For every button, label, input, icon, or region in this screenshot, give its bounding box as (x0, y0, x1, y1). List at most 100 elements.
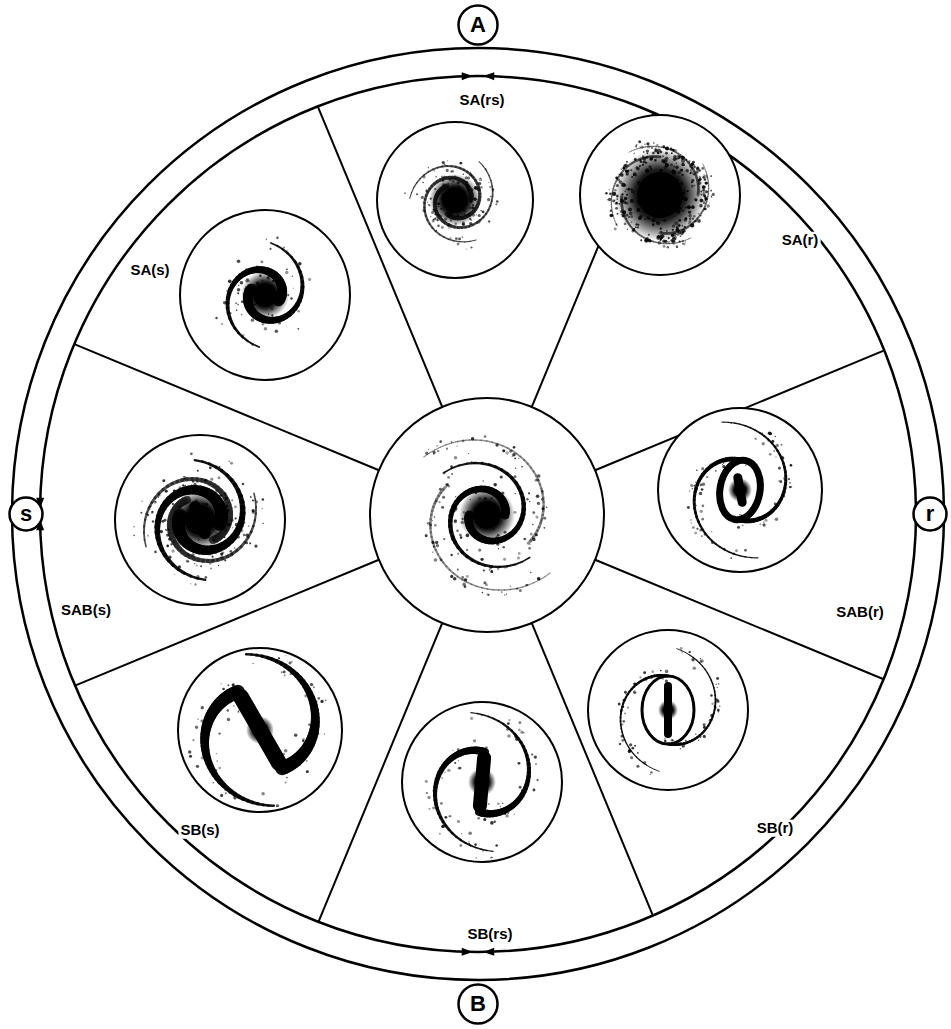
galaxy-core (614, 149, 706, 241)
star-speck (285, 781, 287, 783)
star-speck (619, 743, 622, 746)
star-speck (498, 548, 499, 549)
star-speck (535, 763, 537, 765)
galaxy-body (618, 647, 721, 775)
spiral-arm (720, 547, 725, 550)
galaxy-core (429, 174, 481, 226)
star-speck (310, 749, 312, 751)
star-speck (425, 534, 428, 537)
star-speck (449, 815, 452, 818)
star-speck (483, 581, 486, 584)
spiral-arm (454, 240, 459, 242)
star-speck (182, 484, 184, 486)
star-speck (456, 445, 458, 447)
star-speck (532, 538, 536, 542)
star-speck (496, 543, 499, 546)
star-speck (731, 458, 732, 459)
star-speck (736, 463, 739, 466)
spiral-arm (412, 187, 414, 192)
star-speck (663, 245, 666, 248)
star-speck (482, 480, 484, 482)
galaxy-bar (230, 686, 290, 774)
star-speck (543, 527, 545, 529)
star-speck (441, 777, 443, 779)
star-speck (494, 466, 496, 468)
star-speck (780, 480, 783, 483)
star-speck (290, 672, 293, 675)
star-speck (525, 584, 528, 587)
star-speck (635, 146, 637, 148)
star-speck (490, 196, 492, 198)
star-speck (744, 515, 746, 517)
star-speck (457, 820, 461, 824)
star-speck (657, 241, 661, 245)
star-speck (543, 508, 545, 510)
star-speck (493, 483, 496, 486)
star-speck (470, 246, 472, 248)
spiral-arm (636, 757, 639, 760)
star-speck (227, 718, 230, 721)
spiral-arm (465, 241, 471, 243)
star-speck (281, 671, 283, 673)
star-speck (432, 807, 435, 810)
star-speck (481, 461, 483, 463)
star-speck (224, 492, 227, 495)
spiral-arm (452, 441, 458, 442)
star-speck (541, 498, 544, 501)
star-speck (546, 506, 548, 508)
star-speck (734, 517, 736, 519)
galaxy-frame (658, 408, 822, 572)
star-speck (480, 178, 481, 179)
star-speck (622, 705, 624, 707)
star-speck (447, 769, 450, 772)
star-speck (683, 243, 686, 246)
star-speck (701, 488, 704, 491)
star-speck (468, 831, 472, 835)
star-speck (624, 691, 627, 694)
star-speck (425, 780, 428, 783)
star-speck (454, 456, 457, 459)
spiral-arm (225, 498, 227, 502)
galaxy-nucleus (663, 705, 673, 715)
star-speck (457, 243, 460, 246)
star-speck (628, 691, 630, 693)
star-speck (317, 732, 319, 734)
star-speck (133, 526, 134, 527)
galaxy-nucleus (473, 501, 501, 529)
spiral-arm (615, 221, 616, 224)
star-speck (780, 456, 784, 460)
star-speck (783, 495, 785, 497)
star-speck (664, 740, 667, 743)
star-speck (470, 174, 472, 176)
galaxy-body (687, 422, 792, 559)
star-speck (459, 534, 462, 537)
star-speck (703, 723, 706, 726)
star-speck (712, 717, 714, 719)
star-speck (152, 520, 155, 523)
star-speck (700, 529, 703, 532)
star-speck (422, 201, 423, 202)
star-speck (421, 196, 424, 199)
galaxy-ring (715, 457, 765, 523)
star-speck (488, 753, 489, 754)
star-speck (506, 728, 509, 731)
star-speck (441, 825, 445, 829)
arrowhead (462, 72, 473, 80)
star-speck (488, 220, 490, 222)
star-speck (482, 850, 484, 852)
star-speck (432, 551, 433, 552)
star-speck (200, 720, 203, 723)
star-speck (456, 529, 458, 531)
star-speck (639, 676, 641, 678)
star-speck (633, 692, 635, 694)
star-speck (652, 240, 653, 241)
star-speck (687, 506, 690, 509)
star-speck (454, 509, 456, 511)
star-speck (609, 214, 613, 218)
star-speck (610, 214, 613, 217)
star-speck (495, 443, 498, 446)
star-speck (656, 144, 658, 146)
spiral-arm (493, 589, 499, 591)
star-speck (481, 179, 482, 180)
star-speck (416, 193, 418, 195)
